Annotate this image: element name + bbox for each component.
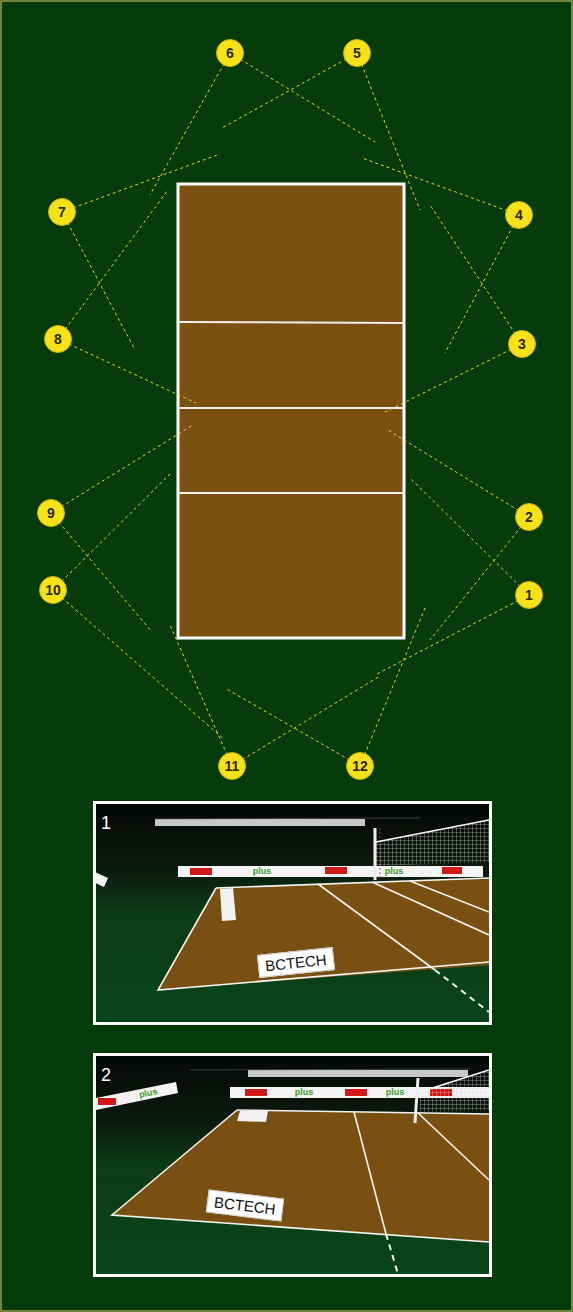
camera-marker: 5 — [343, 39, 371, 67]
camera-number: 10 — [45, 583, 61, 597]
banner-text: plus — [386, 1088, 405, 1097]
camera-number: 2 — [525, 510, 533, 524]
camera-number: 12 — [352, 759, 368, 773]
camera-marker: 3 — [508, 330, 536, 358]
camera-number: 11 — [225, 759, 240, 773]
camera-marker: 1 — [515, 581, 543, 609]
camera-number: 4 — [515, 208, 523, 222]
inset-number: 1 — [101, 814, 111, 832]
banner-text: plus — [385, 867, 404, 876]
camera-number: 7 — [58, 205, 66, 219]
camera-marker: 7 — [48, 198, 76, 226]
camera-marker: 6 — [216, 39, 244, 67]
banner-text: plus — [295, 1088, 314, 1097]
camera-number: 6 — [226, 46, 234, 60]
camera-number: 1 — [525, 588, 533, 602]
banner-text: plus — [253, 867, 272, 876]
camera-marker: 4 — [505, 201, 533, 229]
camera-marker: 10 — [39, 576, 67, 604]
camera-number: 5 — [353, 46, 361, 60]
camera-marker: 12 — [346, 752, 374, 780]
camera-marker: 9 — [37, 499, 65, 527]
camera-number: 8 — [54, 332, 62, 346]
camera-number: 9 — [47, 506, 55, 520]
camera-marker: 11 — [218, 752, 246, 780]
camera-marker: 8 — [44, 325, 72, 353]
camera-marker: 2 — [515, 503, 543, 531]
inset-number: 2 — [101, 1066, 111, 1084]
camera-number: 3 — [518, 337, 526, 351]
